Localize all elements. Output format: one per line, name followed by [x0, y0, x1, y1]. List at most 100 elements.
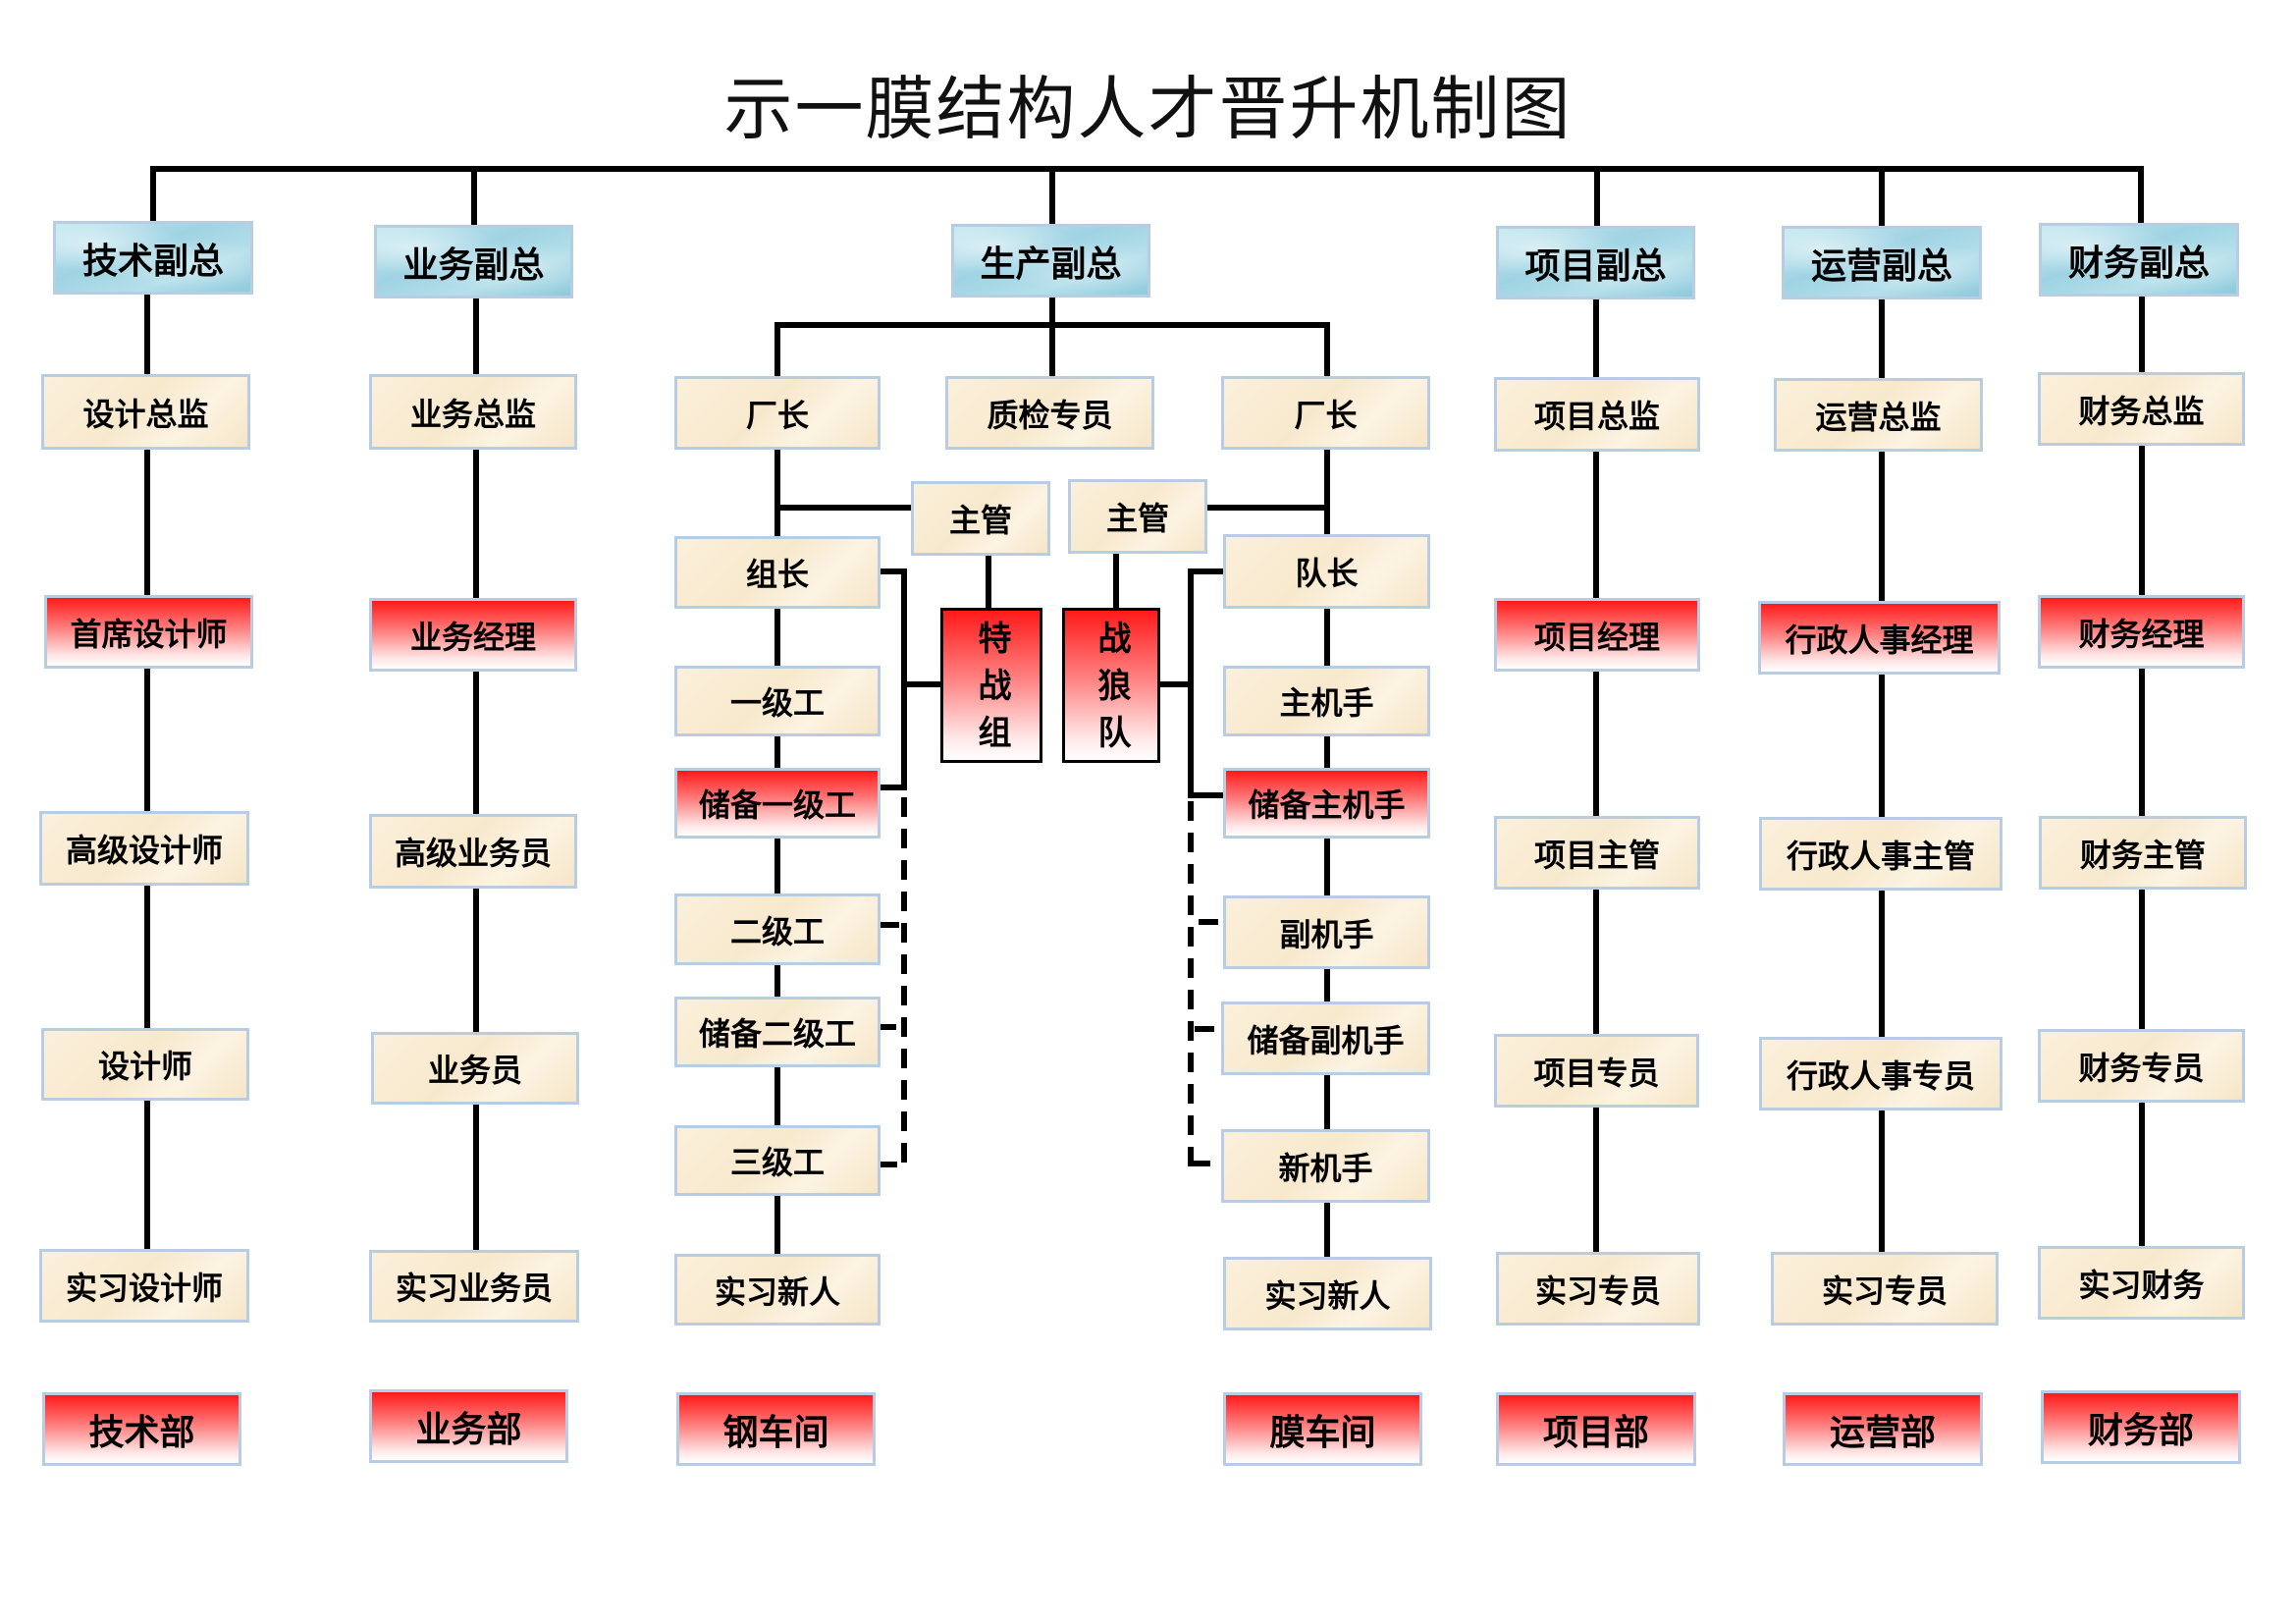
steel-level-1-label: 组长	[745, 556, 809, 593]
operations-dept-box: 运营部	[1783, 1392, 1983, 1466]
steel-director-box: 厂长	[674, 376, 881, 450]
steel-level-3-label: 储备一级工	[698, 786, 856, 824]
business-level-2-label: 业务经理	[409, 618, 536, 656]
business-level-5-label: 实习业务员	[395, 1270, 553, 1307]
vp-operations-label: 运营副总	[1810, 245, 1952, 287]
operations-level-2-label: 行政人事经理	[1785, 621, 1974, 659]
vp-project-box: 项目副总	[1496, 226, 1695, 299]
vp-business-label: 业务副总	[402, 244, 545, 286]
vp-production-label: 生产副总	[980, 244, 1122, 285]
membrane-level-1-label: 队长	[1295, 555, 1359, 592]
project-level-1: 项目总监	[1494, 377, 1700, 452]
business-level-3: 高级业务员	[369, 814, 577, 889]
project-dept-label: 项目部	[1542, 1412, 1649, 1453]
steel-supervisor-box: 主管	[911, 481, 1050, 556]
operations-level-4: 行政人事专员	[1759, 1037, 2002, 1110]
tech-level-4: 设计师	[41, 1028, 249, 1101]
membrane-level-4: 副机手	[1223, 895, 1430, 969]
vp-business-box: 业务副总	[374, 225, 573, 298]
tech-dept-box: 技术部	[42, 1392, 241, 1466]
steel-director-label: 厂长	[745, 396, 809, 434]
qc-specialist-box: 质检专员	[945, 376, 1154, 450]
tech-level-1: 设计总监	[41, 374, 250, 450]
vp-tech-label: 技术副总	[81, 241, 224, 282]
vp-operations-box: 运营副总	[1782, 226, 1982, 299]
business-level-1: 业务总监	[369, 374, 577, 450]
tech-dept-label: 技术部	[88, 1412, 195, 1453]
tech-level-4-label: 设计师	[97, 1048, 192, 1085]
operations-level-2: 行政人事经理	[1758, 601, 2001, 675]
tech-level-2-label: 首席设计师	[70, 615, 228, 653]
project-level-4-label: 项目专员	[1533, 1054, 1660, 1092]
project-level-3-label: 项目主管	[1533, 836, 1660, 874]
business-level-3-label: 高级业务员	[394, 835, 552, 872]
business-level-4-label: 业务员	[427, 1052, 522, 1089]
membrane-level-3: 储备主机手	[1223, 768, 1430, 839]
finance-level-4: 财务专员	[2038, 1029, 2245, 1103]
membrane-special-team-box: 战狼队	[1062, 608, 1160, 763]
finance-level-5-label: 实习财务	[2078, 1266, 2205, 1304]
business-dept-label: 业务部	[415, 1409, 522, 1450]
finance-level-4-label: 财务专员	[2078, 1049, 2205, 1087]
steel-level-3: 储备一级工	[674, 768, 881, 839]
steel-level-5-label: 储备二级工	[698, 1015, 856, 1053]
membrane-level-2: 主机手	[1223, 666, 1430, 736]
project-level-2-label: 项目经理	[1533, 618, 1660, 656]
membrane-dept-label: 膜车间	[1269, 1412, 1376, 1453]
vp-finance-label: 财务副总	[2067, 243, 2210, 284]
operations-level-1: 运营总监	[1774, 378, 1983, 452]
tech-level-3-label: 高级设计师	[65, 832, 223, 869]
project-level-5-label: 实习专员	[1534, 1272, 1661, 1310]
operations-level-1-label: 运营总监	[1815, 398, 1942, 436]
tech-level-1-label: 设计总监	[82, 395, 209, 433]
project-level-1-label: 项目总监	[1533, 398, 1660, 435]
membrane-director-label: 厂长	[1294, 396, 1358, 434]
business-level-4: 业务员	[371, 1032, 579, 1105]
steel-level-6: 三级工	[674, 1125, 881, 1196]
steel-level-2-label: 一级工	[729, 684, 825, 722]
vp-finance-box: 财务副总	[2039, 223, 2239, 297]
qc-specialist-label: 质检专员	[987, 396, 1113, 434]
finance-level-5: 实习财务	[2038, 1246, 2245, 1320]
finance-level-3: 财务主管	[2039, 816, 2247, 890]
steel-level-6-label: 三级工	[729, 1144, 825, 1181]
steel-dept-label: 钢车间	[722, 1412, 829, 1453]
project-level-3: 项目主管	[1494, 816, 1700, 890]
finance-level-3-label: 财务主管	[2079, 836, 2206, 874]
membrane-level-7: 实习新人	[1223, 1257, 1432, 1330]
membrane-dept-box: 膜车间	[1223, 1392, 1422, 1466]
steel-level-5: 储备二级工	[674, 997, 881, 1067]
chart-title: 示一膜结构人才晋升机制图	[723, 69, 1573, 149]
vp-production-box: 生产副总	[951, 224, 1150, 298]
finance-dept-box: 财务部	[2041, 1390, 2241, 1464]
membrane-supervisor-label: 主管	[1105, 500, 1169, 537]
membrane-level-2-label: 主机手	[1279, 684, 1374, 722]
steel-level-4-label: 二级工	[729, 912, 825, 950]
project-level-5: 实习专员	[1496, 1252, 1700, 1326]
operations-level-5: 实习专员	[1771, 1252, 1999, 1326]
operations-level-3-label: 行政人事主管	[1786, 837, 1975, 875]
business-level-1-label: 业务总监	[409, 395, 536, 433]
operations-level-3: 行政人事主管	[1759, 817, 2002, 891]
steel-dept-box: 钢车间	[676, 1392, 876, 1466]
steel-level-2: 一级工	[674, 666, 881, 736]
operations-level-5-label: 实习专员	[1821, 1272, 1948, 1310]
steel-special-team-box: 特战组	[940, 608, 1042, 763]
business-level-2: 业务经理	[369, 598, 577, 672]
finance-dept-label: 财务部	[2087, 1410, 2194, 1451]
finance-level-2-label: 财务经理	[2078, 615, 2205, 653]
tech-level-3: 高级设计师	[39, 811, 249, 886]
membrane-level-5-label: 储备副机手	[1247, 1021, 1405, 1059]
membrane-level-7-label: 实习新人	[1264, 1276, 1391, 1315]
project-dept-box: 项目部	[1496, 1392, 1696, 1466]
project-level-2: 项目经理	[1494, 598, 1700, 672]
membrane-director-box: 厂长	[1221, 376, 1430, 450]
business-dept-box: 业务部	[369, 1389, 568, 1463]
steel-level-4: 二级工	[674, 893, 881, 965]
membrane-level-6: 新机手	[1221, 1129, 1430, 1203]
vp-tech-box: 技术副总	[53, 221, 253, 295]
business-level-5: 实习业务员	[369, 1250, 579, 1323]
project-level-4: 项目专员	[1494, 1034, 1699, 1108]
tech-level-2: 首席设计师	[44, 595, 253, 669]
